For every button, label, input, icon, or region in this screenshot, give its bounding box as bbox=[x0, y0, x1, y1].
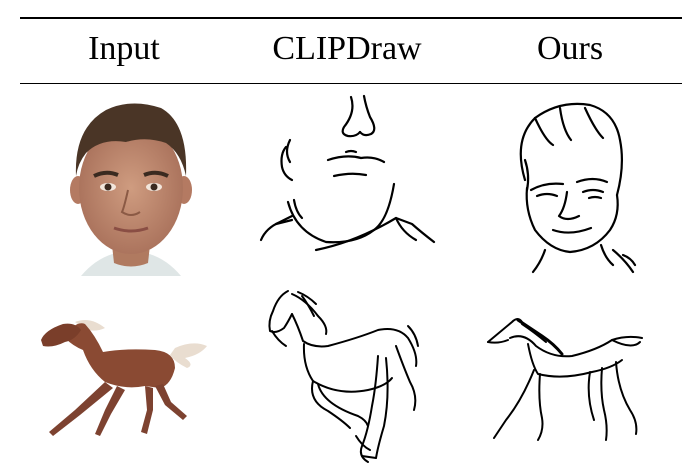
ours-face-sketch bbox=[505, 100, 645, 275]
column-header-ours: Ours bbox=[536, 30, 604, 67]
input-horse-photo bbox=[35, 310, 210, 440]
column-header-clipdraw: CLIPDraw bbox=[272, 30, 422, 67]
input-face-photo bbox=[66, 98, 196, 276]
table-header-rule bbox=[20, 83, 682, 84]
table-top-rule bbox=[20, 17, 682, 19]
clipdraw-face-sketch bbox=[256, 92, 436, 267]
ours-horse-sketch bbox=[482, 310, 657, 445]
column-header-input: Input bbox=[88, 30, 160, 67]
clipdraw-horse-sketch bbox=[258, 286, 438, 463]
